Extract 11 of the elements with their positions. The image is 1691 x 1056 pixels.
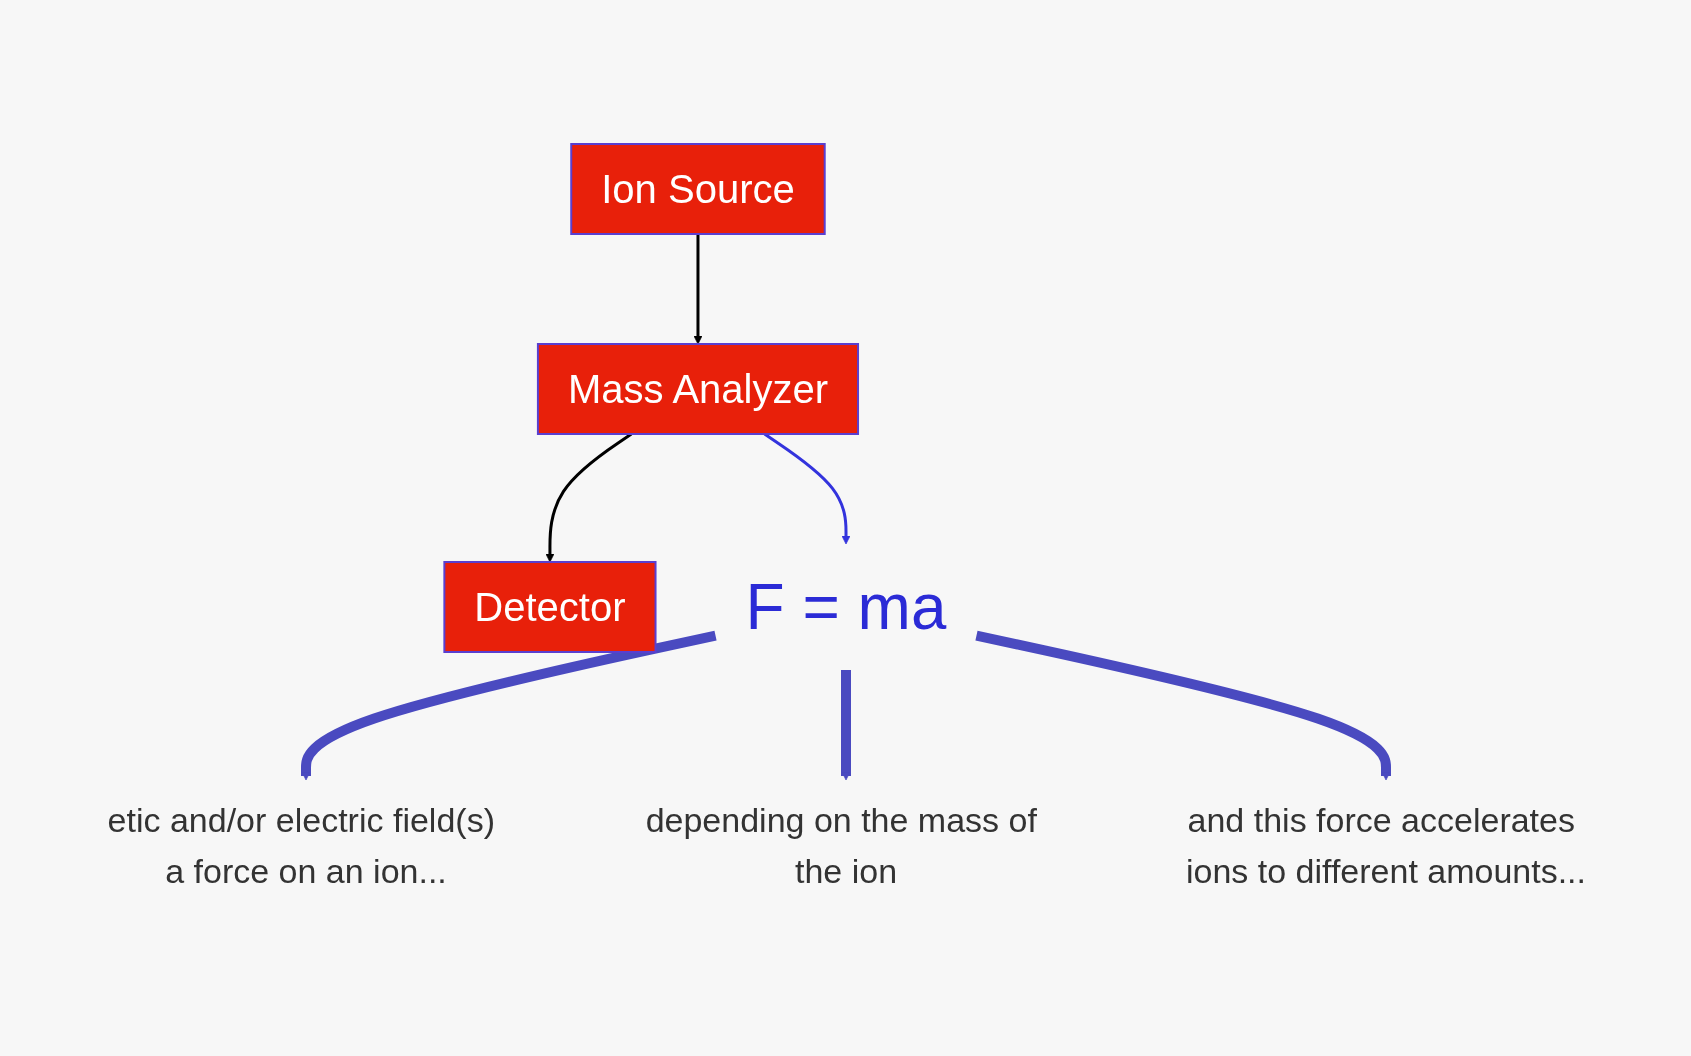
node-text: depending on the mass of the ion: [645, 801, 1037, 890]
node-box: Mass Analyzer: [536, 343, 859, 435]
node-text: etic and/or electric field(s) a force on an ion...: [107, 801, 495, 890]
node-text: and this force accelerates ions to different amounts...: [1185, 801, 1586, 890]
arrow: [693, 234, 702, 345]
node-box: Ion Source: [569, 143, 826, 235]
arrow: [840, 670, 851, 781]
node-text: F = ma: [745, 571, 946, 643]
arrow: [974, 630, 1391, 781]
node-box: Detector: [442, 561, 657, 653]
arrow: [300, 630, 717, 781]
